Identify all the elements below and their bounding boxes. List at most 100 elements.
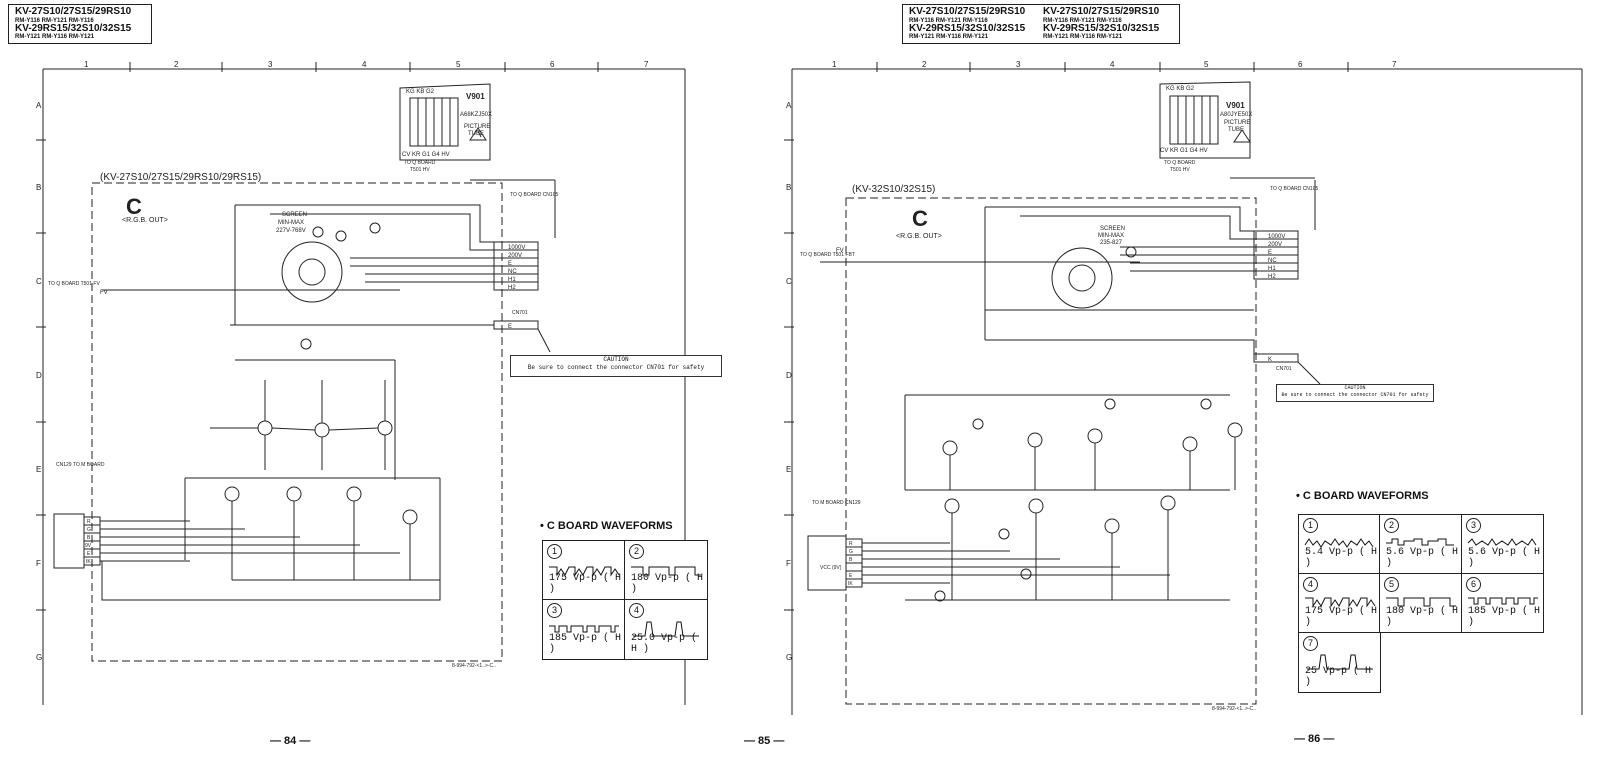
cn-pin: H1 bbox=[1268, 266, 1276, 272]
header-line: KV-27S10/27S15/29RS10 bbox=[15, 6, 132, 17]
tube-name: PICTURE bbox=[1224, 120, 1250, 126]
waveform-number: 5 bbox=[1384, 577, 1399, 592]
waveform-trace bbox=[549, 566, 620, 577]
waveform-number: 3 bbox=[547, 603, 562, 618]
tube-name: TUBE bbox=[468, 131, 484, 137]
col-label: 3 bbox=[268, 60, 273, 69]
cn-pin: NC bbox=[1268, 258, 1277, 264]
caution-text: Be sure to connect the connector CN701 f… bbox=[1281, 391, 1429, 398]
waveform-value: 175 Vp-p ( H ) bbox=[1305, 606, 1378, 628]
col-label: 5 bbox=[456, 60, 461, 69]
header-line: RM-Y121 RM-Y116 RM-Y121 bbox=[1043, 34, 1123, 41]
t501-label: T501 HV bbox=[1170, 167, 1190, 173]
row-label: G bbox=[786, 653, 792, 662]
cn129-label: CN129 TO M BOARD bbox=[56, 462, 105, 468]
row-label: G bbox=[36, 653, 42, 662]
page-number-right: — 86 — bbox=[1294, 733, 1335, 745]
waveform-trace bbox=[1307, 654, 1373, 670]
cn-left-pin: E bbox=[87, 551, 91, 557]
waveform-number: 1 bbox=[547, 544, 562, 559]
caution-text: Be sure to connect the connector CN701 f… bbox=[527, 363, 705, 371]
cn129-label: TO M BOARD CN129 bbox=[812, 500, 861, 506]
row-label: E bbox=[36, 465, 41, 474]
tube-name: PICTURE bbox=[464, 124, 490, 130]
waveform-value: 25.0 Vp-p ( H ) bbox=[631, 633, 698, 655]
cn-pin: H2 bbox=[1268, 274, 1276, 280]
board-letter: C bbox=[126, 194, 142, 219]
col-label: 1 bbox=[832, 60, 837, 69]
header-line: RM-Y116 RM-Y121 RM-Y116 bbox=[909, 17, 988, 24]
cn701-e: E bbox=[508, 324, 512, 330]
waveform-value: 185 Vp-p ( H ) bbox=[1468, 606, 1541, 628]
waveform-value: 25 Vp-p ( H ) bbox=[1305, 666, 1372, 688]
screen-range: MIN-MAX bbox=[278, 220, 304, 226]
cn-pin: E bbox=[508, 261, 512, 267]
tube-pins-bottom: CV KR G1 G4 HV bbox=[402, 152, 450, 158]
model-label: (KV-27S10/27S15/29RS10/29RS15) bbox=[100, 172, 261, 183]
col-label: 7 bbox=[644, 60, 649, 69]
header-col: KV-27S10/27S15/29RS10 RM-Y116 RM-Y121 RM… bbox=[1043, 6, 1160, 41]
header-line: KV-29RS15/32S10/32S15 bbox=[909, 22, 1026, 34]
row-label: D bbox=[786, 371, 792, 380]
row-label: C bbox=[786, 277, 792, 286]
waveform-cell-7: 7 25 Vp-p ( H ) bbox=[1298, 632, 1381, 693]
cn-left-pin: IK bbox=[86, 559, 91, 565]
tube-id: V901 bbox=[1226, 101, 1245, 110]
header-line: KV-27S10/27S15/29RS10 bbox=[909, 6, 1026, 17]
header-line: RM-Y121 RM-Y116 RM-Y121 bbox=[909, 34, 989, 41]
waveform-trace bbox=[1386, 597, 1456, 607]
col-label: 4 bbox=[362, 60, 367, 69]
screen-volt: 235-827 bbox=[1100, 240, 1123, 246]
screen-volt: 227V-768V bbox=[276, 228, 306, 234]
waveform-value: 180 Vp-p ( H ) bbox=[631, 573, 704, 595]
col-label: 6 bbox=[550, 60, 555, 69]
waveform-number: 6 bbox=[1466, 577, 1481, 592]
waveforms-title-left: • C BOARD WAVEFORMS bbox=[540, 520, 673, 532]
row-label: A bbox=[786, 101, 792, 110]
screen-range: MIN-MAX bbox=[1098, 233, 1124, 239]
row-label: F bbox=[36, 559, 41, 568]
waveform-cell: 4 25.0 Vp-p ( H ) bbox=[625, 600, 707, 659]
waveform-number: 1 bbox=[1303, 518, 1318, 533]
waveform-trace bbox=[1468, 597, 1538, 605]
waveform-trace bbox=[1304, 538, 1374, 548]
cn-pin: E bbox=[1268, 250, 1272, 256]
waveform-cell: 5 180 Vp-p ( H ) bbox=[1380, 574, 1462, 633]
waveform-number: 4 bbox=[629, 603, 644, 618]
waveform-cell: 1 175 Vp-p ( H ) bbox=[543, 541, 625, 600]
cn105-label: TO Q BOARD CN105 bbox=[510, 192, 558, 198]
waveform-number: 2 bbox=[629, 544, 644, 559]
cn-pin: 1000V bbox=[1268, 234, 1285, 240]
waveform-trace bbox=[633, 621, 699, 637]
waveform-cell: 3 185 Vp-p ( H ) bbox=[543, 600, 625, 659]
waveform-value: 5.4 Vp-p ( H ) bbox=[1305, 547, 1378, 569]
cn-left-pin: VCC (9V) bbox=[820, 565, 842, 571]
waveform-number: 3 bbox=[1466, 518, 1481, 533]
waveforms-grid-left: 1 175 Vp-p ( H ) 2 180 Vp-p ( H ) 3 185 … bbox=[542, 540, 708, 660]
header-line: RM-Y116 RM-Y121 RM-Y116 bbox=[15, 17, 94, 24]
waveform-cell: 1 5.4 Vp-p ( H ) bbox=[1299, 515, 1380, 574]
tube-pins-bottom: CV KR G1 G4 HV bbox=[1160, 148, 1208, 154]
tube-part: A80JYE50X bbox=[1220, 112, 1252, 118]
col-label: 7 bbox=[1392, 60, 1397, 69]
cn-left-pin: G bbox=[87, 527, 91, 533]
row-label: E bbox=[786, 465, 791, 474]
tube-id: V901 bbox=[466, 92, 485, 101]
to-q-label: TO Q BOARD bbox=[404, 160, 436, 166]
cn-left-pin: G bbox=[849, 549, 853, 555]
waveform-value: 5.6 Vp-p ( H ) bbox=[1468, 547, 1541, 569]
cn-left-pin: B bbox=[87, 535, 91, 541]
header-line: KV-27S10/27S15/29RS10 bbox=[1043, 6, 1160, 17]
footer-code: 8-994-792-<1..>-C.. bbox=[1212, 706, 1256, 712]
waveform-number: 2 bbox=[1384, 518, 1399, 533]
fv-label: FV bbox=[836, 248, 844, 254]
tube-pins-top: KG KB G2 bbox=[406, 89, 435, 95]
waveform-cell: 2 5.6 Vp-p ( H ) bbox=[1380, 515, 1462, 574]
row-label: B bbox=[786, 183, 791, 192]
col-label: 2 bbox=[174, 60, 179, 69]
header-right: KV-27S10/27S15/29RS10 RM-Y116 RM-Y121 RM… bbox=[902, 4, 1180, 44]
cn-pin: H2 bbox=[508, 285, 516, 291]
col-label: 3 bbox=[1016, 60, 1021, 69]
cn105-label: TO Q BOARD CN105 bbox=[1270, 186, 1318, 192]
col-label: 4 bbox=[1110, 60, 1115, 69]
